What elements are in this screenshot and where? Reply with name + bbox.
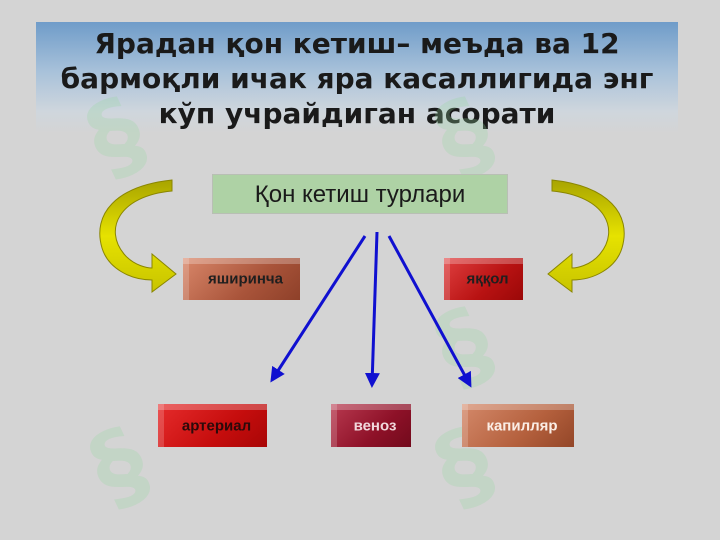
arrow-to-kapillyar	[387, 235, 472, 388]
label-yaqqol: яққол	[466, 270, 509, 288]
box-kapillyar: капилляр	[462, 404, 574, 447]
box-venoz: веноз	[331, 404, 411, 447]
arrow-to-venoz	[364, 231, 380, 388]
label-venoz: веноз	[353, 417, 397, 434]
title-line-1: Ярадан қон кетиш– меъда ва 12	[94, 27, 620, 60]
title-line-2: бармоқли ичак яра касаллигида энг	[60, 62, 654, 95]
label-kapillyar: капилляр	[486, 417, 558, 434]
bleeding-types-box: Қон кетиш турлари	[212, 174, 508, 214]
curved-arrow-right	[547, 179, 625, 293]
label-arterial: артериал	[181, 417, 252, 434]
slide-title: Ярадан қон кетиш– меъда ва 12 бармоқли и…	[36, 26, 678, 131]
title-band	[36, 22, 678, 134]
box-yaqqol: яққол	[444, 258, 523, 300]
title-line-3: кўп учрайдиган асорати	[158, 97, 556, 130]
box-arterial: артериал	[158, 404, 267, 447]
box-yashirincha: яширинча	[183, 258, 300, 300]
arrow-to-arterial	[270, 235, 367, 383]
label-yashirincha: яширинча	[208, 270, 283, 288]
curved-arrow-left	[99, 179, 177, 293]
